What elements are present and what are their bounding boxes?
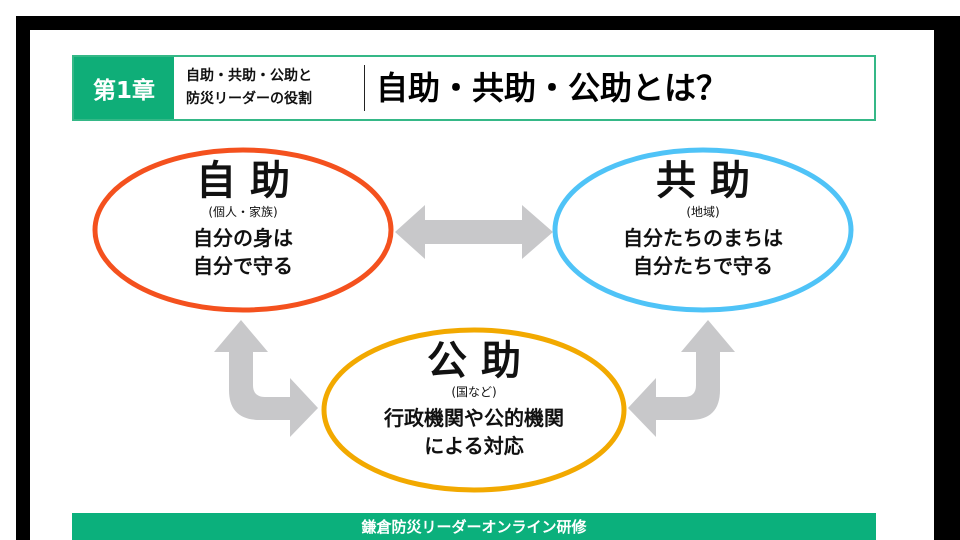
- public-help-ellipse: [321, 327, 627, 493]
- node-desc-2: 自分で守る: [193, 254, 293, 278]
- node-desc-1: 自分たちのまちは: [623, 226, 783, 250]
- subtitle-line-1: 自助・共助・公助と: [186, 68, 312, 84]
- public-help-node: 公助 (国など) 行政機関や公的機関 による対応: [344, 338, 604, 460]
- self-help-node: 自助 (個人・家族) 自分の身は 自分で守る: [143, 158, 343, 280]
- node-desc-1: 自分の身は: [193, 226, 293, 250]
- node-desc-2: 自分たちで守る: [633, 254, 773, 278]
- subtitle-line-2: 防災リーダーの役割: [186, 91, 312, 107]
- slide-title: 自助・共助・公助とは？: [376, 69, 729, 107]
- header-divider: [364, 65, 365, 111]
- self-help-ellipse: [92, 147, 394, 313]
- footer-bar: 鎌倉防災リーダーオンライン研修: [72, 513, 876, 540]
- node-scope: (地域): [686, 205, 720, 219]
- mutual-help-node: 共助 (地域) 自分たちのまちは 自分たちで守る: [583, 158, 823, 280]
- arrows: [214, 205, 735, 437]
- node-title: 自助: [196, 158, 304, 204]
- node-scope: (個人・家族): [208, 205, 278, 219]
- chapter-label: 第1章: [74, 57, 174, 119]
- node-scope: (国など): [451, 385, 497, 399]
- node-desc-2: による対応: [424, 434, 524, 458]
- mutual-help-ellipse: [552, 147, 854, 313]
- slide-header: 第1章 自助・共助・公助と 防災リーダーの役割 自助・共助・公助とは？: [72, 55, 876, 121]
- node-title: 公助: [427, 338, 535, 384]
- curved-arrow-right-icon: [628, 320, 735, 437]
- section-subtitle: 自助・共助・公助と 防災リーダーの役割: [186, 65, 312, 111]
- node-title: 共助: [656, 158, 764, 204]
- double-arrow-icon: [395, 205, 553, 259]
- curved-arrow-left-icon: [214, 320, 318, 437]
- node-desc-1: 行政機関や公的機関: [384, 406, 564, 430]
